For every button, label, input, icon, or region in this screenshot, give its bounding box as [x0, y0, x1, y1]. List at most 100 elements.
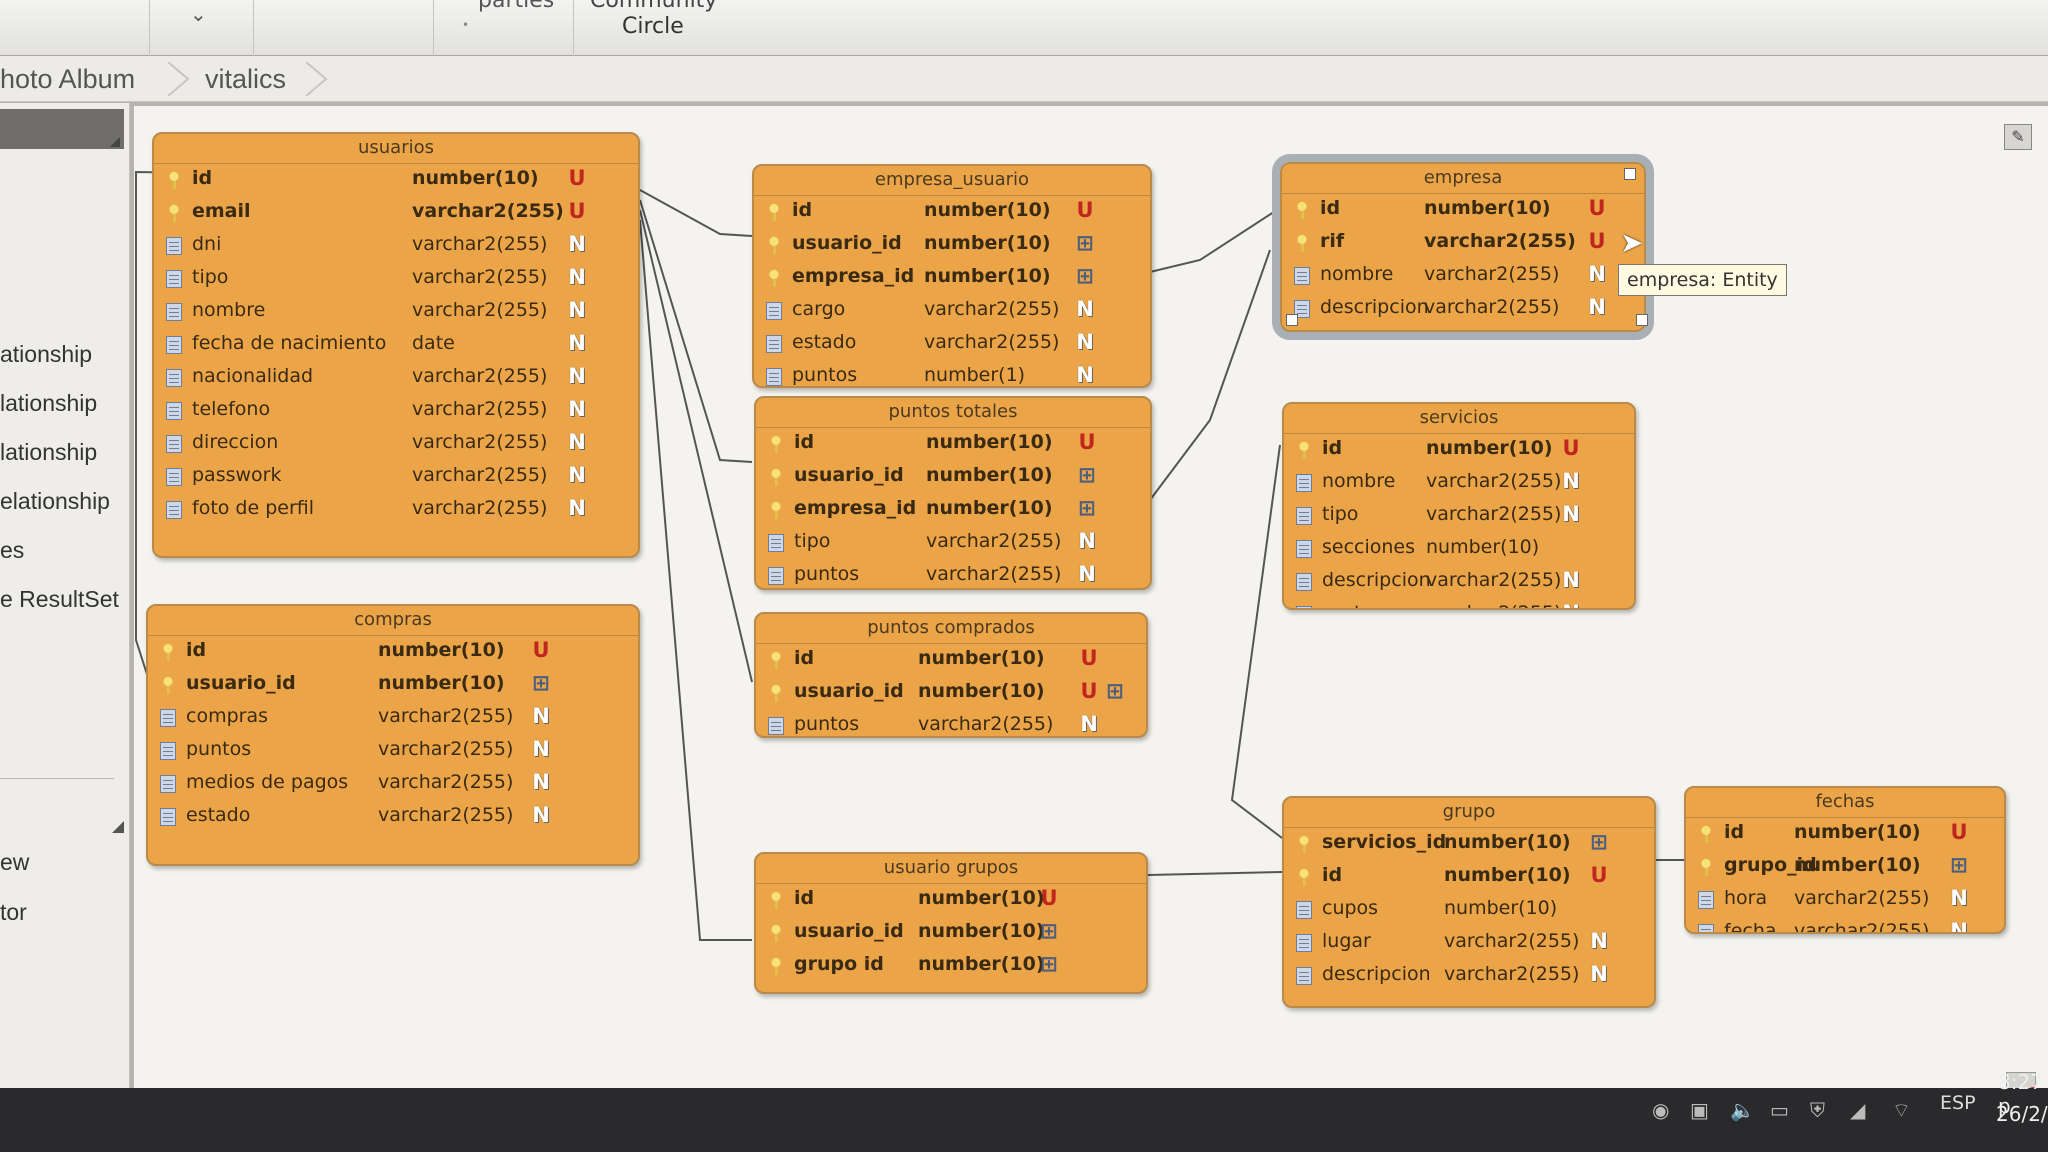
folder-icon[interactable]: ▣ — [1690, 1098, 1709, 1122]
palette-item-relationship[interactable]: lationship — [0, 390, 98, 416]
shield-icon[interactable]: ⛨ — [1810, 1098, 1825, 1122]
entity-title[interactable]: grupo — [1284, 798, 1654, 828]
entity-column-row[interactable]: costovarchar2(255)N — [1284, 599, 1634, 608]
entity-title[interactable]: servicios — [1284, 404, 1634, 434]
left-panel-header[interactable] — [0, 109, 124, 149]
selection-handle[interactable] — [1636, 314, 1648, 326]
palette-item-editor[interactable]: tor — [0, 899, 27, 925]
entity-title[interactable]: usuarios — [154, 134, 638, 164]
toolbar-dropdown[interactable] — [150, 0, 254, 56]
palette-item-relationship[interactable]: lationship — [0, 439, 98, 465]
battery-icon[interactable]: ▭ — [1770, 1098, 1789, 1122]
entity-title[interactable]: empresa — [1282, 164, 1644, 194]
pin-icon[interactable]: ✎ — [2004, 124, 2032, 150]
input-language[interactable]: ESP — [1940, 1092, 1976, 1114]
entity-title[interactable]: empresa_usuario — [754, 166, 1150, 196]
toolbar-cell[interactable] — [254, 0, 434, 56]
entity-title[interactable]: puntos totales — [756, 398, 1150, 428]
breadcrumb-item-vitalics[interactable]: vitalics — [205, 64, 287, 94]
entity-title[interactable]: compras — [148, 606, 638, 636]
collapse-triangle-icon[interactable] — [112, 821, 124, 833]
volume-icon[interactable]: 🔈 — [1730, 1098, 1755, 1122]
selection-handle[interactable] — [1286, 314, 1298, 326]
wifi-icon[interactable]: ⌔ — [1892, 1098, 1911, 1122]
entity-title[interactable]: puntos comprados — [756, 614, 1146, 644]
palette-item-view[interactable]: ew — [0, 849, 30, 875]
toolbar-partial-label[interactable]: parties — [478, 0, 555, 13]
signal-icon[interactable]: ◢ — [1850, 1098, 1866, 1122]
toolbar-circle-label[interactable]: Circle — [622, 14, 684, 39]
toolbar-community-label[interactable]: Community — [590, 0, 718, 13]
network-icon[interactable]: ◉ — [1652, 1098, 1670, 1122]
toolbar-cell[interactable] — [434, 0, 574, 56]
toolbar-cell[interactable] — [0, 0, 150, 56]
selection-handle[interactable] — [1624, 168, 1636, 180]
palette-item-relationship[interactable]: ationship — [0, 341, 93, 367]
clock-date[interactable]: 26/2/2 — [1996, 1102, 2048, 1126]
clock-time[interactable]: 8:27 p — [1998, 1070, 2043, 1118]
palette-item-resultset[interactable]: e ResultSet — [0, 586, 119, 612]
chevron-down-icon[interactable]: ⌄ — [190, 2, 207, 26]
palette-item-es[interactable]: es — [0, 537, 25, 563]
palette-item-relationship[interactable]: elationship — [0, 488, 110, 514]
breadcrumb-item-photo-album[interactable]: hoto Album — [0, 64, 136, 94]
entity-title[interactable]: usuario grupos — [756, 854, 1146, 884]
entity-title[interactable]: fechas — [1686, 788, 2004, 818]
